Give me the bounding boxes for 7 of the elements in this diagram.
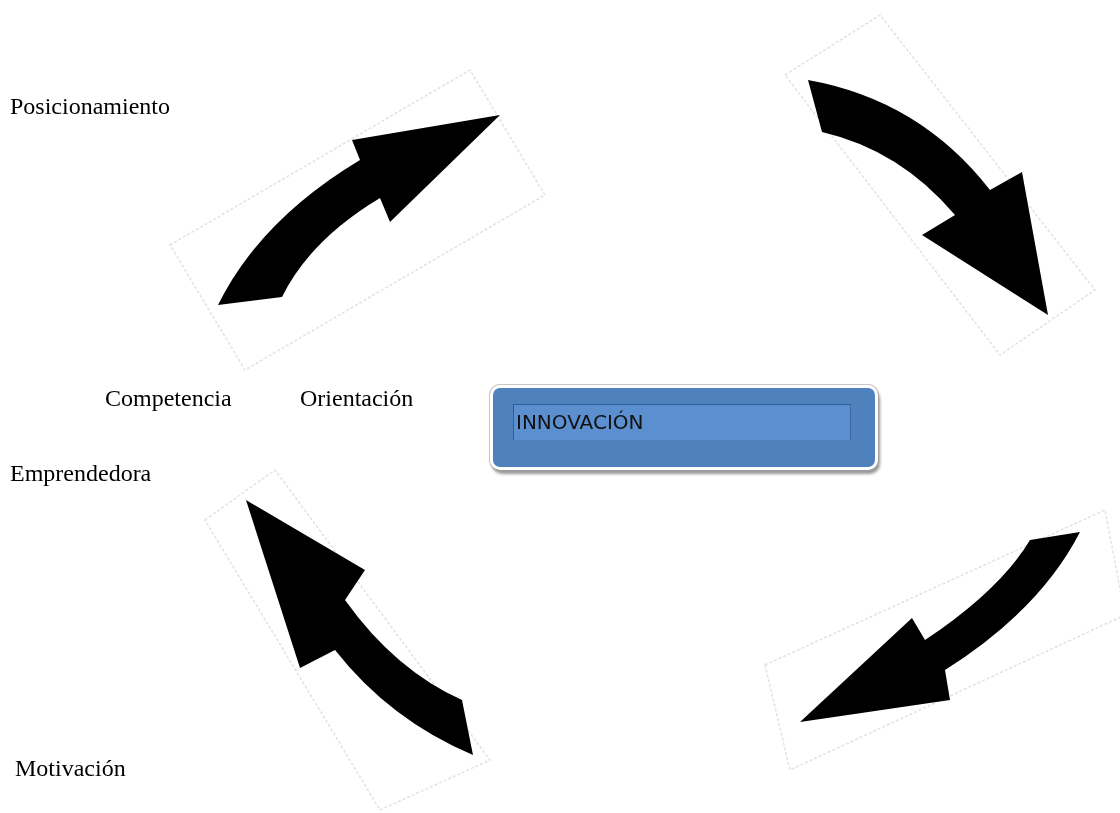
- concept-label: Competencia: [105, 385, 232, 412]
- box-title: INNOVACIÓN: [513, 404, 851, 440]
- concept-label: Motivación: [15, 755, 126, 782]
- concept-label: Orientación: [300, 385, 414, 412]
- process-box: [490, 385, 878, 470]
- concept-label: Emprendedora: [10, 460, 152, 487]
- concept-label: Posicionamiento: [10, 93, 170, 120]
